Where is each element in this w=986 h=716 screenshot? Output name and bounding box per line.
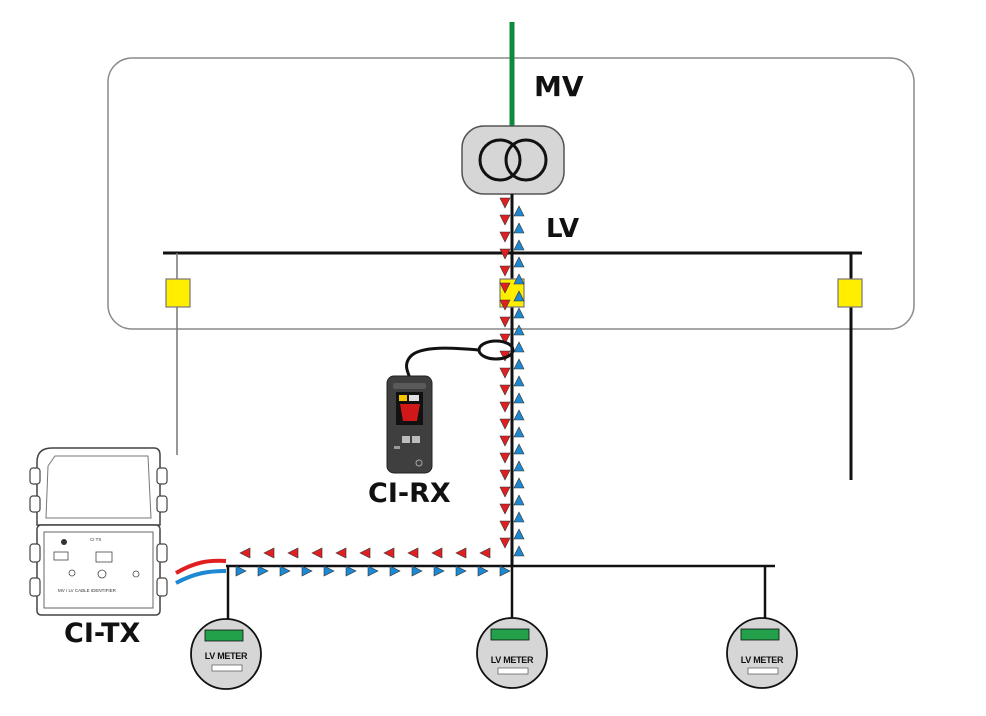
signal-arrow-up xyxy=(513,528,525,540)
signal-arrow-down xyxy=(499,367,511,379)
ci-tx-device-icon: CI TX MV / LV CABLE IDENTIFIER xyxy=(29,447,168,616)
signal-arrow-down xyxy=(499,486,511,498)
signal-arrow-left xyxy=(335,547,347,559)
signal-arrow-up xyxy=(513,392,525,404)
mv-label: MV xyxy=(534,70,584,103)
signal-arrow-down xyxy=(499,520,511,532)
signal-arrow-right xyxy=(477,565,489,577)
signal-arrow-right xyxy=(301,565,313,577)
signal-arrow-down xyxy=(499,265,511,277)
signal-arrow-up xyxy=(513,239,525,251)
signal-arrow-down xyxy=(499,197,511,209)
junction-box-right xyxy=(837,278,863,308)
signal-arrow-right xyxy=(323,565,335,577)
signal-arrow-left xyxy=(287,547,299,559)
signal-arrow-left xyxy=(431,547,443,559)
signal-arrow-right xyxy=(433,565,445,577)
rx-clamp xyxy=(477,339,515,361)
signal-arrow-down xyxy=(499,333,511,345)
signal-arrow-down xyxy=(499,469,511,481)
signal-arrow-right xyxy=(455,565,467,577)
tx-cable-blue xyxy=(175,569,227,585)
signal-arrow-up xyxy=(513,324,525,336)
signal-arrow-up xyxy=(513,273,525,285)
signal-arrow-down xyxy=(499,503,511,515)
signal-arrow-right xyxy=(257,565,269,577)
lv-meter-2-label: LV METER xyxy=(491,655,534,665)
signal-arrow-up xyxy=(513,341,525,353)
signal-arrow-up xyxy=(513,494,525,506)
signal-arrow-left xyxy=(407,547,419,559)
signal-arrow-left xyxy=(383,547,395,559)
tx-cable-red xyxy=(174,558,227,575)
signal-arrow-up xyxy=(513,290,525,302)
signal-arrow-up xyxy=(513,409,525,421)
signal-arrow-up xyxy=(513,205,525,217)
signal-arrow-right xyxy=(389,565,401,577)
signal-arrow-down xyxy=(499,299,511,311)
signal-arrow-down xyxy=(499,418,511,430)
signal-arrow-right xyxy=(411,565,423,577)
signal-arrows xyxy=(235,197,525,577)
lv-meter-2: LV METER xyxy=(476,617,548,689)
signal-arrow-right xyxy=(235,565,247,577)
signal-arrow-right xyxy=(345,565,357,577)
lv-meter-1: LV METER xyxy=(190,618,262,690)
ci-rx-device-icon xyxy=(386,375,433,474)
signal-arrow-up xyxy=(513,545,525,557)
junction-box-left xyxy=(165,278,191,308)
signal-arrow-down xyxy=(499,231,511,243)
signal-arrow-down xyxy=(499,452,511,464)
signal-arrow-down xyxy=(499,435,511,447)
signal-arrow-up xyxy=(513,222,525,234)
tx-cable-white xyxy=(175,564,227,580)
ci-tx-panel-title: MV / LV CABLE IDENTIFIER xyxy=(58,588,117,593)
signal-arrow-right xyxy=(499,565,511,577)
lv-label: LV xyxy=(546,214,580,244)
signal-arrow-left xyxy=(479,547,491,559)
signal-arrow-left xyxy=(311,547,323,559)
signal-arrow-down xyxy=(499,316,511,328)
ci-tx-model-label: CI TX xyxy=(90,537,101,542)
lv-meter-3: LV METER xyxy=(726,617,798,689)
ci-tx-label: CI-TX xyxy=(64,618,141,649)
signal-arrow-up xyxy=(513,477,525,489)
signal-arrow-up xyxy=(513,256,525,268)
signal-arrow-down xyxy=(499,214,511,226)
signal-arrow-up xyxy=(513,358,525,370)
signal-arrow-up xyxy=(513,375,525,387)
lv-meter-3-label: LV METER xyxy=(741,655,784,665)
signal-arrow-left xyxy=(455,547,467,559)
signal-arrow-down xyxy=(499,537,511,549)
signal-arrow-up xyxy=(513,426,525,438)
signal-arrow-down xyxy=(499,384,511,396)
transformer-icon xyxy=(461,125,565,195)
lv-meter-1-label: LV METER xyxy=(205,651,248,661)
signal-arrow-down xyxy=(499,401,511,413)
signal-arrow-up xyxy=(513,511,525,523)
rx-lead-cable xyxy=(405,346,480,379)
signal-arrow-left xyxy=(359,547,371,559)
signal-arrow-down xyxy=(499,248,511,260)
signal-arrow-right xyxy=(367,565,379,577)
signal-arrow-up xyxy=(513,460,525,472)
ci-rx-label: CI-RX xyxy=(368,478,451,509)
signal-arrow-left xyxy=(239,547,251,559)
signal-arrow-down xyxy=(499,282,511,294)
signal-arrow-up xyxy=(513,443,525,455)
signal-arrow-right xyxy=(279,565,291,577)
signal-arrow-up xyxy=(513,307,525,319)
signal-arrow-left xyxy=(263,547,275,559)
